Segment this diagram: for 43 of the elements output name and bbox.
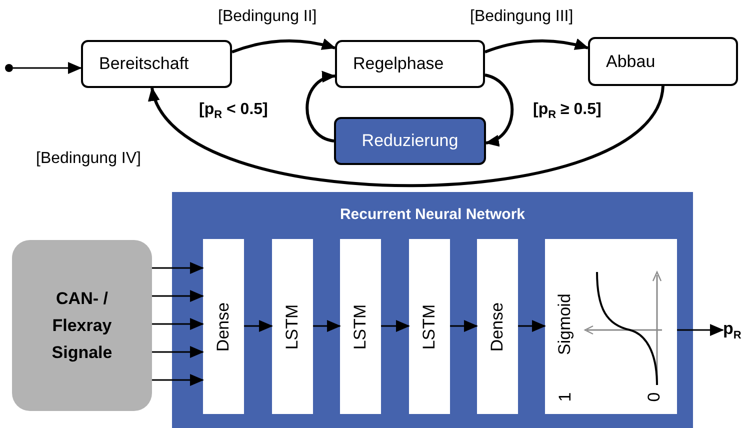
arrow xyxy=(152,374,204,386)
output-label: p$_{R}$ xyxy=(723,318,747,342)
arrow xyxy=(450,320,478,332)
arrow xyxy=(152,290,204,302)
edge-label: [Bedingung IV] xyxy=(36,150,141,168)
axis-tick-label: 0 xyxy=(644,392,665,402)
arrow xyxy=(484,38,589,54)
edge-label: [Bedingung II] xyxy=(218,8,317,26)
layer-label: LSTM xyxy=(350,304,370,350)
arrow xyxy=(306,72,336,142)
layer-block xyxy=(272,239,313,414)
state-box: Regelphase xyxy=(335,40,485,88)
layer-block xyxy=(340,239,381,414)
arrow xyxy=(677,324,724,336)
start-dot xyxy=(5,64,13,72)
arrow xyxy=(244,320,273,332)
layer-label: Dense xyxy=(214,302,234,352)
layer-block xyxy=(409,239,450,414)
signal-source-box: CAN- / Flexray Signale xyxy=(12,240,152,411)
axis-tick-label: 1 xyxy=(556,392,576,402)
arrow xyxy=(150,86,664,188)
edge-label: [Bedingung III] xyxy=(470,8,574,26)
state-box: Bereitschaft xyxy=(81,40,232,88)
layer-block xyxy=(477,239,518,414)
layer-label: LSTM xyxy=(420,304,440,350)
arrow xyxy=(152,318,204,330)
arrow xyxy=(152,346,204,358)
arrow xyxy=(152,262,204,274)
layer-label: LSTM xyxy=(282,304,302,350)
state-box: Abbau xyxy=(588,37,738,86)
arrow xyxy=(13,62,82,74)
layer-block xyxy=(545,239,677,414)
layer-block xyxy=(203,239,244,414)
arrow xyxy=(232,38,336,54)
arrow xyxy=(518,320,546,332)
layer-label: Sigmoid xyxy=(555,295,575,355)
panel-title: Recurrent Neural Network xyxy=(338,206,526,223)
layer-label: Dense xyxy=(488,302,508,352)
network-panel xyxy=(172,192,693,428)
state-box: Reduzierung xyxy=(334,117,486,165)
arrow xyxy=(381,320,410,332)
arrow xyxy=(484,74,514,145)
arrow xyxy=(313,320,341,332)
